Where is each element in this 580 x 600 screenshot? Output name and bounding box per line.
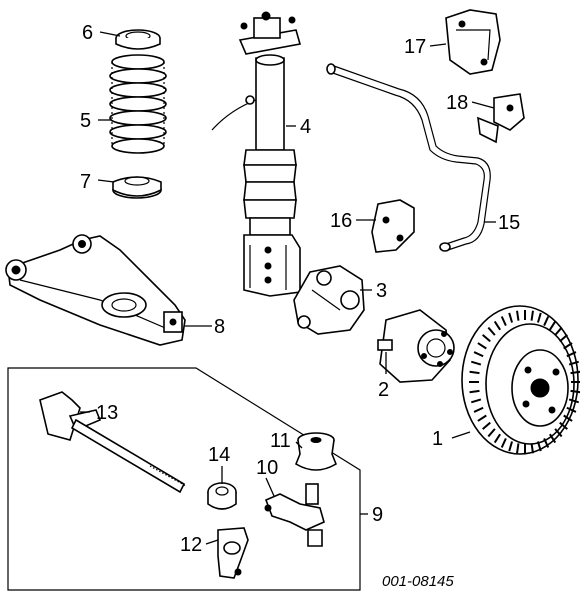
drum-fin: [482, 421, 491, 430]
drum-fin: [543, 437, 550, 448]
drum-fin: [516, 443, 520, 454]
drum-fin: [530, 310, 534, 321]
callout-labels: 6 5 7 4 8 3 2 1 15 16 17 18 13 14 11 10 …: [80, 22, 520, 556]
callout-12: 12: [180, 534, 202, 556]
brake-drum-part: [461, 305, 580, 455]
callout-15: 15: [498, 212, 520, 234]
drum-fin: [508, 441, 513, 452]
drum-fin: [537, 441, 542, 452]
drum-fin: [563, 342, 573, 350]
drum-fin: [543, 316, 550, 327]
callout-6: 6: [82, 22, 93, 44]
callout-13: 13: [96, 402, 118, 424]
drum-fin: [473, 351, 484, 358]
drum-fin: [549, 320, 557, 331]
coil-spring-part: [109, 54, 167, 154]
drum-fin: [559, 334, 568, 343]
leader-lines: [80, 31, 496, 545]
tie-rod-end-part: [264, 483, 325, 547]
drum-fin: [559, 421, 568, 430]
tie-rod-group-frame: [7, 367, 361, 591]
drum-fin: [500, 316, 507, 327]
callout-7: 7: [80, 171, 91, 193]
callout-5: 5: [80, 110, 91, 132]
stabilizer-bar-part: [326, 63, 491, 252]
drum-fin: [470, 360, 482, 366]
drum-fin: [549, 433, 557, 444]
strut-part: [211, 11, 302, 297]
callout-4: 4: [300, 116, 311, 138]
drum-fin: [487, 428, 496, 438]
drum-fin: [554, 326, 563, 336]
callout-8: 8: [214, 316, 225, 338]
lower-insulator-part: [112, 176, 162, 199]
drum-fin: [537, 312, 542, 323]
upper-insulator-part: [115, 29, 161, 50]
nut-part: [207, 482, 237, 510]
drum-fin: [516, 310, 520, 321]
mount-bracket-part: [445, 9, 501, 75]
drum-fin: [477, 414, 487, 422]
drum-fin: [470, 398, 482, 404]
drum-fin: [469, 389, 480, 394]
drum-fin: [473, 406, 484, 413]
link-bracket-part: [371, 199, 415, 253]
drum-fin: [566, 406, 577, 413]
drum-fin: [469, 370, 480, 375]
drum-fin: [487, 326, 496, 336]
figure-code: 001-08145: [382, 573, 454, 590]
drum-fin: [493, 320, 501, 331]
drum-fin: [568, 360, 580, 366]
callout-18: 18: [446, 92, 468, 114]
drum-fin: [563, 414, 573, 422]
callout-14: 14: [208, 444, 230, 466]
drum-fin: [554, 428, 563, 438]
drum-fin: [566, 351, 577, 358]
drum-fin: [500, 437, 507, 448]
callout-3: 3: [376, 280, 387, 302]
drum-fin: [477, 342, 487, 350]
callout-9: 9: [372, 504, 383, 526]
bushing-part: [295, 432, 337, 471]
inner-rod-part: [39, 391, 187, 494]
knuckle-part: [293, 265, 365, 335]
drum-fin: [570, 389, 580, 394]
control-arm-part: [5, 234, 186, 346]
drum-fin: [570, 370, 580, 375]
clip-part: [477, 93, 525, 144]
drum-fin: [482, 334, 491, 343]
callout-16: 16: [330, 210, 352, 232]
callout-10: 10: [256, 457, 278, 479]
callout-1: 1: [432, 428, 443, 450]
drum-fin: [493, 433, 501, 444]
callout-11: 11: [270, 430, 291, 452]
hub-bearing-part: [377, 309, 455, 383]
drum-fin: [568, 398, 580, 404]
callout-2: 2: [378, 379, 389, 401]
callout-17: 17: [404, 36, 426, 58]
drum-fin: [508, 312, 513, 323]
clamp-part: [217, 527, 249, 579]
drum-fin: [530, 443, 534, 454]
